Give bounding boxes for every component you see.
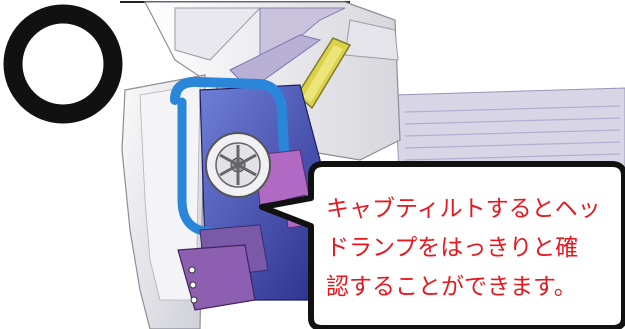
pulley-wheel bbox=[205, 132, 271, 198]
correct-circle-mark bbox=[3, 4, 123, 124]
callout-bubble bbox=[259, 161, 625, 329]
callout-line-3: 認することができます。 bbox=[326, 274, 577, 300]
callout-line-2: ドランプをはっきりと確 bbox=[326, 235, 579, 261]
callout-text: キャブティルトするとヘッ ドランプをはっきりと確 認することができます。 bbox=[326, 190, 625, 307]
callout-line-1: キャブティルトするとヘッ bbox=[326, 196, 601, 222]
headlamp bbox=[296, 37, 352, 110]
